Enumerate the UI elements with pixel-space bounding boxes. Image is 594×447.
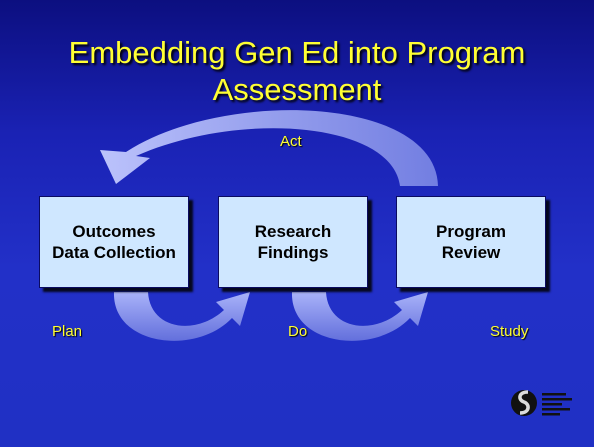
do-arrow <box>291 292 428 341</box>
stage-label-act: Act <box>280 133 302 150</box>
slide-title: Embedding Gen Ed into Program Assessment <box>68 35 526 107</box>
plan-arrow <box>113 292 250 341</box>
program-review-box: Program Review <box>396 196 546 288</box>
college-logo-icon <box>511 390 572 416</box>
act-arrow <box>100 110 438 186</box>
research-findings-box: Research Findings <box>218 196 368 288</box>
outcomes-data-collection-box: Outcomes Data Collection <box>39 196 189 288</box>
stage-label-do: Do <box>288 323 308 340</box>
stage-label-study: Study <box>490 323 529 340</box>
stage-label-plan: Plan <box>52 323 83 340</box>
